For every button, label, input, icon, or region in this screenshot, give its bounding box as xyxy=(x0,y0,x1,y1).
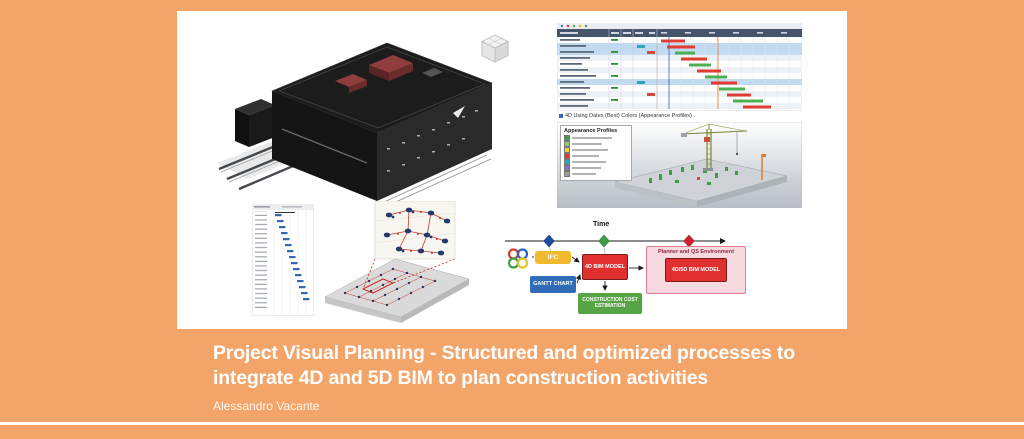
collage-panel: 4D Using Dates (Best) Colors (Appearance… xyxy=(177,11,847,329)
schedule-document xyxy=(252,204,314,316)
4d5d-bim-model-box: 4D/5D BIM MODEL xyxy=(665,258,727,282)
gantt-chart-box: GANTT CHART xyxy=(530,276,576,293)
legend-color-chip xyxy=(564,153,570,159)
legend-item xyxy=(564,159,628,165)
legend-label-placeholder xyxy=(572,167,601,169)
sequence-network-model xyxy=(324,201,470,323)
4d-simulation-screenshot: 4D Using Dates (Best) Colors (Appearance… xyxy=(557,23,802,209)
legend-color-chip xyxy=(564,165,570,171)
legend-color-chip xyxy=(564,141,570,147)
legend-color-chip xyxy=(564,135,570,141)
author-name: Alessandro Vacante xyxy=(213,399,320,413)
4d-bim-model-box: 4D BIM MODEL xyxy=(582,254,628,280)
ifc-box: IFC xyxy=(535,251,571,264)
legend-color-chip xyxy=(564,159,570,165)
legend-label-placeholder xyxy=(572,155,599,157)
legend-color-chip xyxy=(564,171,570,177)
legend-item xyxy=(564,135,628,141)
legend-item xyxy=(564,153,628,159)
legend-label-placeholder xyxy=(572,143,602,145)
gantt-table xyxy=(557,23,802,111)
bottom-divider xyxy=(0,422,1024,425)
legend-item xyxy=(564,147,628,153)
title-block: Project Visual Planning - Structured and… xyxy=(213,341,843,413)
legend-color-chip xyxy=(564,147,570,153)
cube-glyph-icon xyxy=(559,113,563,118)
legend-label-placeholder xyxy=(572,149,608,151)
legend-label-placeholder xyxy=(572,161,606,163)
legend-label-placeholder xyxy=(572,137,612,139)
deck-title-line-2: integrate 4D and 5D BIM to plan construc… xyxy=(213,367,709,389)
legend-item xyxy=(564,141,628,147)
viewport-caption: 4D Using Dates (Best) Colors (Appearance… xyxy=(559,111,799,120)
bim-logo-icon xyxy=(507,248,529,269)
bim-building-render xyxy=(217,42,493,206)
legend-item xyxy=(564,165,628,171)
legend-item xyxy=(564,171,628,177)
flow-arrows xyxy=(505,234,726,291)
planner-title: Planner and QS Environment xyxy=(657,249,735,255)
time-label: Time xyxy=(593,221,610,228)
cost-estimation-box: CONSTRUCTION COST ESTIMATION xyxy=(578,293,642,314)
appearance-profiles-panel: Appearance Profiles xyxy=(560,125,632,181)
process-flowchart: Time IFC 4D BIM MODEL GANTT CHART CONSTR… xyxy=(499,221,811,325)
deck-title-line-1: Project Visual Planning - Structured and… xyxy=(213,342,795,364)
3d-cube-icon xyxy=(481,34,509,63)
viewport-caption-text: 4D Using Dates (Best) Colors (Appearance… xyxy=(565,112,692,119)
legend-title: Appearance Profiles xyxy=(564,128,618,134)
planner-qs-environment-box: Planner and QS Environment 4D/5D BIM MOD… xyxy=(646,246,746,294)
legend-label-placeholder xyxy=(572,173,596,175)
